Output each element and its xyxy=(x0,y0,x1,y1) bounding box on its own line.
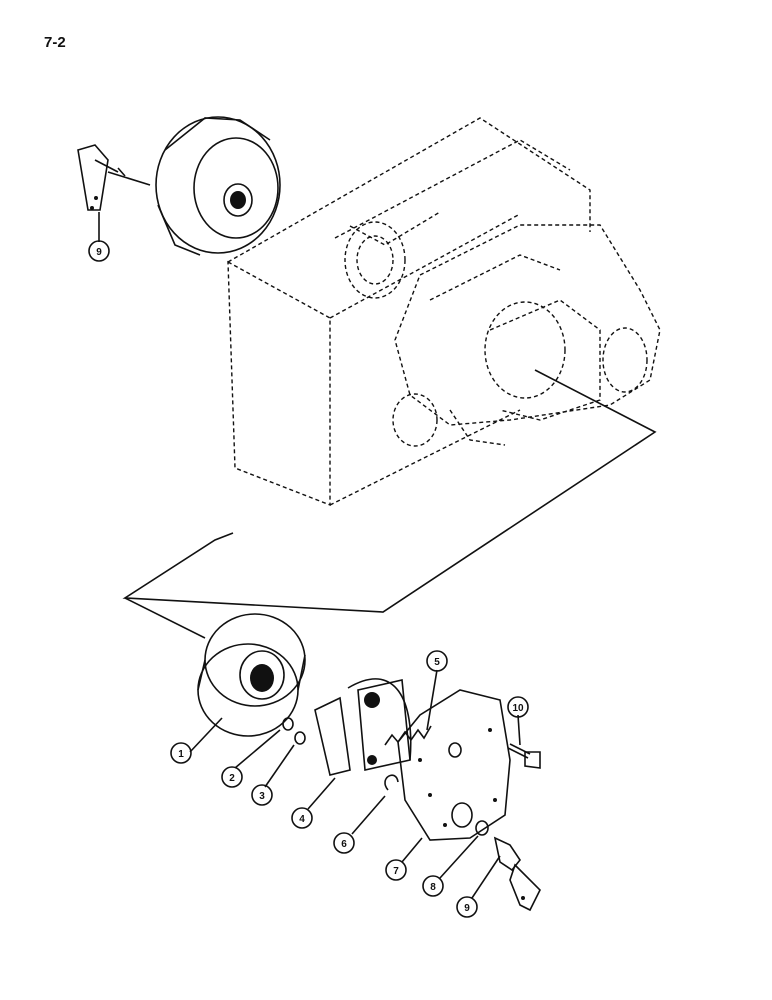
page-number: 7-2 xyxy=(44,34,66,51)
callout-4-label: 4 xyxy=(299,814,305,825)
spring-part-5 xyxy=(384,725,432,746)
transmission-housing xyxy=(227,117,661,507)
callout-3-label: 3 xyxy=(259,791,265,802)
clip-part-6 xyxy=(384,774,399,791)
callout-10-label: 10 xyxy=(512,703,524,714)
callout-9-bottom-label: 9 xyxy=(464,903,470,914)
callout-6: 6 xyxy=(333,795,386,854)
callout-8-label: 8 xyxy=(430,882,436,893)
o-ring-part-8 xyxy=(475,820,489,836)
backing-plate-part-7 xyxy=(397,689,511,841)
callout-5: 5 xyxy=(426,650,448,731)
shaft-centerline xyxy=(122,369,657,639)
callout-10: 10 xyxy=(507,696,529,746)
lower-lever-part-9 xyxy=(493,836,541,912)
callout-7: 7 xyxy=(385,837,423,881)
callout-7-label: 7 xyxy=(393,866,399,877)
upper-drum-assembly xyxy=(107,116,281,256)
upper-lever-part-9 xyxy=(77,144,126,211)
callout-2-label: 2 xyxy=(229,773,235,784)
bolt-part-10 xyxy=(507,743,541,769)
brake-shoes-part-4 xyxy=(314,678,412,776)
callout-1-label: 1 xyxy=(178,749,184,760)
washers-parts-2-3 xyxy=(282,717,306,745)
callout-9-top: 9 xyxy=(88,212,110,262)
callout-9-bottom: 9 xyxy=(456,855,501,918)
callout-2: 2 xyxy=(221,729,281,788)
callout-6-label: 6 xyxy=(341,839,347,850)
callout-1: 1 xyxy=(170,717,223,764)
callout-9-top-label: 9 xyxy=(96,247,102,258)
callout-8: 8 xyxy=(422,835,479,897)
brake-drum-part-1 xyxy=(197,613,306,737)
callout-3: 3 xyxy=(251,744,295,806)
callout-5-label: 5 xyxy=(434,657,440,668)
callout-4: 4 xyxy=(291,777,336,829)
